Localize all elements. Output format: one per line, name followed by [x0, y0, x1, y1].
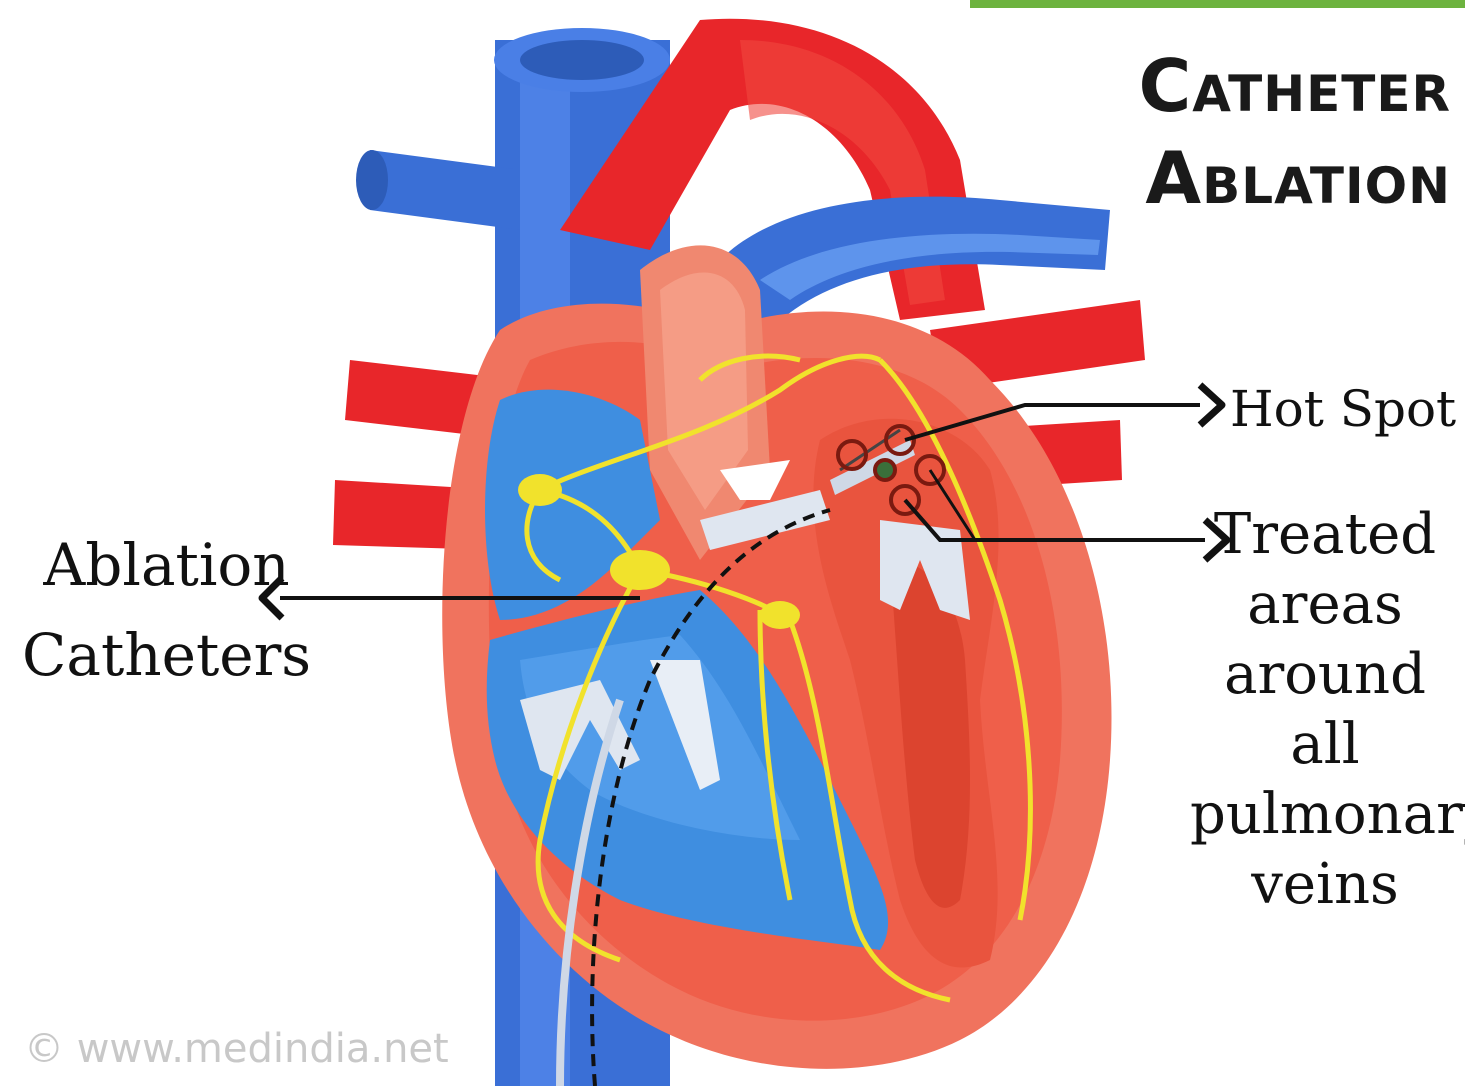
- label-ablation-line-2: Catheters: [22, 610, 311, 700]
- label-treated-line-4: pulmonary: [1190, 780, 1460, 850]
- label-treated-areas: Treated areas around all pulmonary veins: [1190, 500, 1460, 920]
- label-treated-line-1: Treated: [1190, 500, 1460, 570]
- label-ablation-catheters: Ablation Catheters: [22, 520, 311, 700]
- watermark: © www.medindia.net: [24, 1026, 449, 1072]
- title-line-2: Ablation: [1138, 132, 1451, 224]
- label-ablation-line-1: Ablation: [22, 520, 311, 610]
- title-line-1: Catheter: [1138, 40, 1451, 132]
- diagram-title: Catheter Ablation: [1138, 40, 1451, 224]
- label-treated-line-2: areas: [1190, 570, 1460, 640]
- label-treated-line-3: around all: [1190, 640, 1460, 780]
- label-treated-line-5: veins: [1190, 850, 1460, 920]
- label-hot-spot: Hot Spot: [1230, 380, 1456, 438]
